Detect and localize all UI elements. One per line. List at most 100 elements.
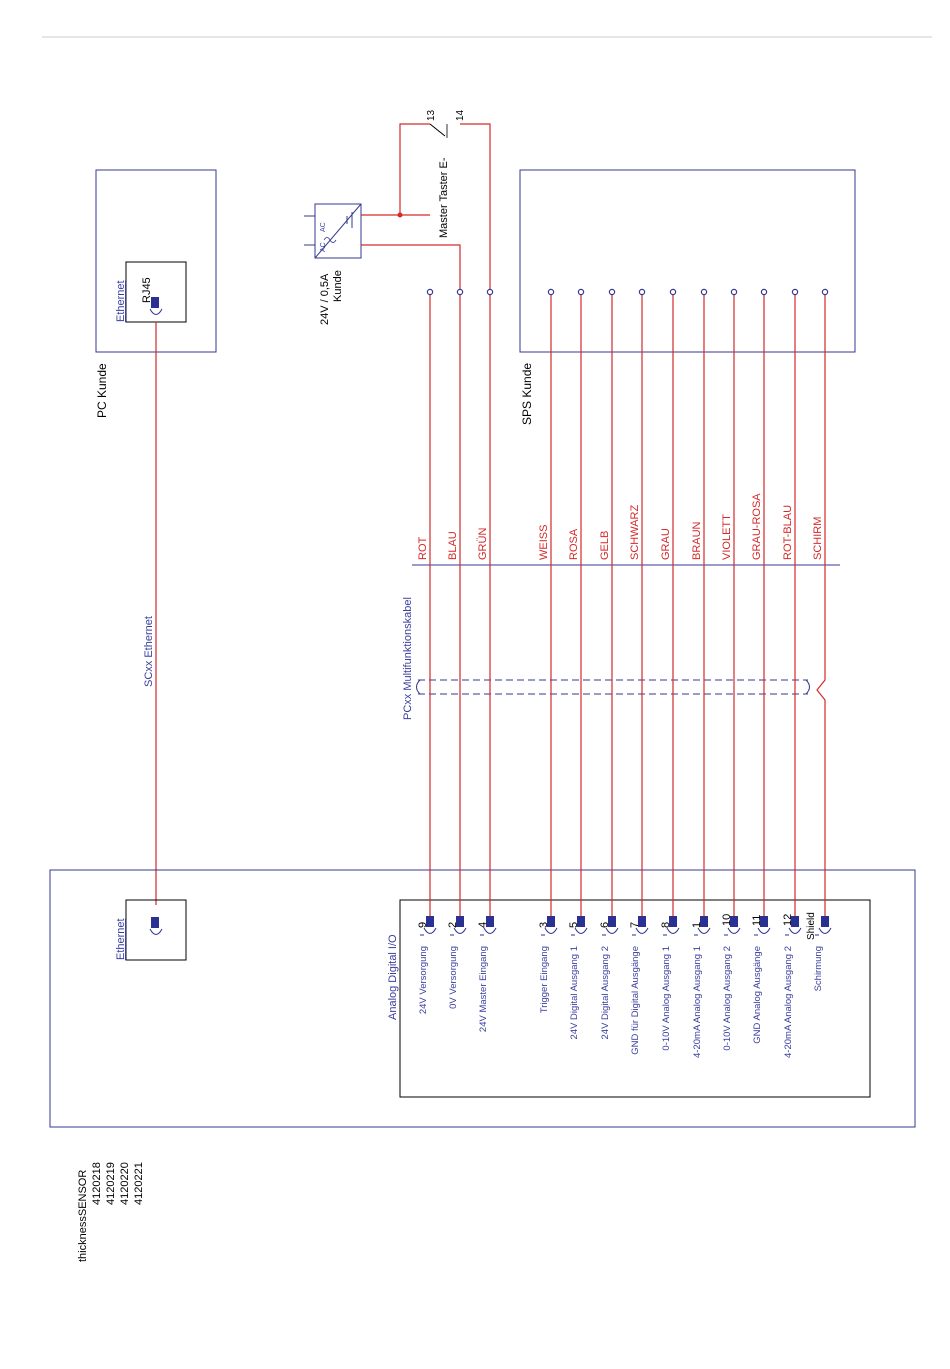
connector-pin-icon bbox=[700, 916, 708, 927]
connector-pin-icon bbox=[456, 916, 464, 927]
connector-socket-icon bbox=[453, 927, 467, 934]
pin-number: 10 bbox=[721, 914, 733, 926]
product-code: 4120221 bbox=[133, 1162, 145, 1205]
wire-color-label: ROSA bbox=[568, 528, 580, 560]
terminal-icon bbox=[426, 288, 434, 296]
sps-kunde-label: SPS Kunde bbox=[520, 363, 534, 425]
connector-pin-icon bbox=[547, 916, 555, 927]
cable-shield-end bbox=[416, 679, 421, 695]
connector-socket-icon bbox=[727, 927, 741, 934]
device-ethernet-connector-icon bbox=[149, 917, 163, 935]
pin-number: 4 bbox=[477, 922, 489, 928]
pin-number: 7 bbox=[629, 922, 641, 928]
signal-label: Trigger Eingang bbox=[539, 946, 550, 1013]
pin-number: 1 bbox=[691, 922, 703, 928]
connector-pin-icon bbox=[577, 916, 585, 927]
product-name: thicknessSENSOR bbox=[77, 1170, 89, 1262]
terminal-icon bbox=[456, 288, 464, 296]
connector-socket-icon bbox=[635, 927, 649, 934]
pin-number: 11 bbox=[751, 915, 763, 926]
connector-socket-icon bbox=[757, 927, 771, 934]
connector-pin-icon bbox=[426, 916, 434, 927]
wire-color-label: SCHIRM bbox=[812, 517, 824, 560]
pin-number: 3 bbox=[538, 922, 550, 928]
connector-pin-icon bbox=[791, 916, 799, 927]
switch-pin-14: 14 bbox=[455, 109, 466, 121]
terminal-icon bbox=[577, 288, 585, 296]
cable-shield-end-2 bbox=[805, 679, 810, 695]
power-supply-icon bbox=[314, 203, 362, 259]
connector-pin-icon bbox=[760, 916, 768, 927]
signal-label: GND Analog Ausgänge bbox=[752, 946, 763, 1044]
wire-color-label: SCHWARZ bbox=[629, 505, 641, 560]
device-ethernet-label: Ethernet bbox=[115, 918, 127, 960]
signal-label: 24V Versorgung bbox=[418, 946, 429, 1014]
pc-rj45-connector-icon bbox=[149, 297, 163, 315]
connector-socket-icon bbox=[423, 927, 437, 934]
pc-rj45-label: RJ45 bbox=[141, 277, 153, 303]
power-rating-label: 24V / 0,5A bbox=[319, 273, 331, 325]
wire-color-label: ROT bbox=[417, 537, 429, 561]
terminal-icon bbox=[608, 288, 616, 296]
switch-feed-wire bbox=[399, 123, 430, 215]
pin-number: 5 bbox=[568, 922, 580, 928]
signal-label: GND für Digital Ausgänge bbox=[630, 946, 641, 1055]
switch-label: Master Taster E- bbox=[438, 157, 450, 238]
connector-socket-icon bbox=[818, 927, 832, 934]
pc-ethernet-label: Ethernet bbox=[115, 280, 127, 322]
signal-label: 24V Digital Ausgang 1 bbox=[569, 946, 580, 1039]
shield-label: Shield bbox=[806, 912, 817, 940]
terminal-icon bbox=[730, 288, 738, 296]
pc-kunde-label: PC Kunde bbox=[95, 363, 109, 418]
connector-socket-icon bbox=[697, 927, 711, 934]
product-code: 4120218 bbox=[91, 1162, 103, 1205]
signal-label: 24V Master Eingang bbox=[478, 946, 489, 1032]
pin-number: 9 bbox=[417, 922, 429, 928]
terminal-icon bbox=[760, 288, 768, 296]
wire-color-label: GRAU bbox=[660, 528, 672, 560]
signal-label: 24V Digital Ausgang 2 bbox=[600, 946, 611, 1039]
wire-color-label: ROT-BLAU bbox=[782, 505, 794, 560]
pin-number: 8 bbox=[660, 922, 672, 928]
signal-label: Schirmung bbox=[813, 946, 824, 991]
supply-minus-wire bbox=[361, 244, 461, 292]
connector-pin-icon bbox=[608, 916, 616, 927]
power-owner-label: Kunde bbox=[332, 270, 344, 302]
wire-color-label: GELB bbox=[599, 531, 611, 560]
ethernet-cable-label: SCxx Ethernet bbox=[143, 616, 155, 687]
terminal-icon bbox=[700, 288, 708, 296]
device-ethernet-box bbox=[125, 899, 187, 961]
pin-number: 6 bbox=[599, 922, 611, 928]
power-ac-label: AC bbox=[320, 222, 327, 232]
wire-color-label: GRÜN bbox=[477, 528, 489, 560]
terminal-icon bbox=[638, 288, 646, 296]
switch-pin-13: 13 bbox=[426, 109, 437, 121]
connector-socket-icon bbox=[788, 927, 802, 934]
io-connector-box bbox=[399, 899, 871, 1098]
connector-pin-icon bbox=[730, 916, 738, 927]
connector-pin-icon bbox=[821, 916, 829, 927]
terminal-icon bbox=[669, 288, 677, 296]
terminal-icon bbox=[791, 288, 799, 296]
wire-color-label: GRAU-ROSA bbox=[751, 493, 763, 560]
connector-socket-icon bbox=[544, 927, 558, 934]
signal-label: 0V Versorgung bbox=[448, 946, 459, 1009]
pin-number: 12 bbox=[782, 914, 794, 926]
shield-wire bbox=[816, 292, 826, 916]
terminal-icon bbox=[821, 288, 829, 296]
device-box bbox=[49, 869, 916, 1128]
connector-pin-icon bbox=[669, 916, 677, 927]
signal-label: 0-10V Analog Ausgang 2 bbox=[722, 946, 733, 1051]
wire-color-label: VIOLETT bbox=[721, 514, 733, 560]
wire-color-label: BLAU bbox=[447, 531, 459, 560]
connector-socket-icon bbox=[483, 927, 497, 934]
connector-socket-icon bbox=[574, 927, 588, 934]
terminal-icon bbox=[547, 288, 555, 296]
signal-label: 4-20mA Analog Ausgang 2 bbox=[783, 946, 794, 1058]
multicable-label: PCxx Multifunktionskabel bbox=[402, 597, 414, 720]
switch-return-wire bbox=[460, 123, 491, 292]
connector-pin-icon bbox=[486, 916, 494, 927]
switch-contact-icon bbox=[429, 123, 446, 137]
